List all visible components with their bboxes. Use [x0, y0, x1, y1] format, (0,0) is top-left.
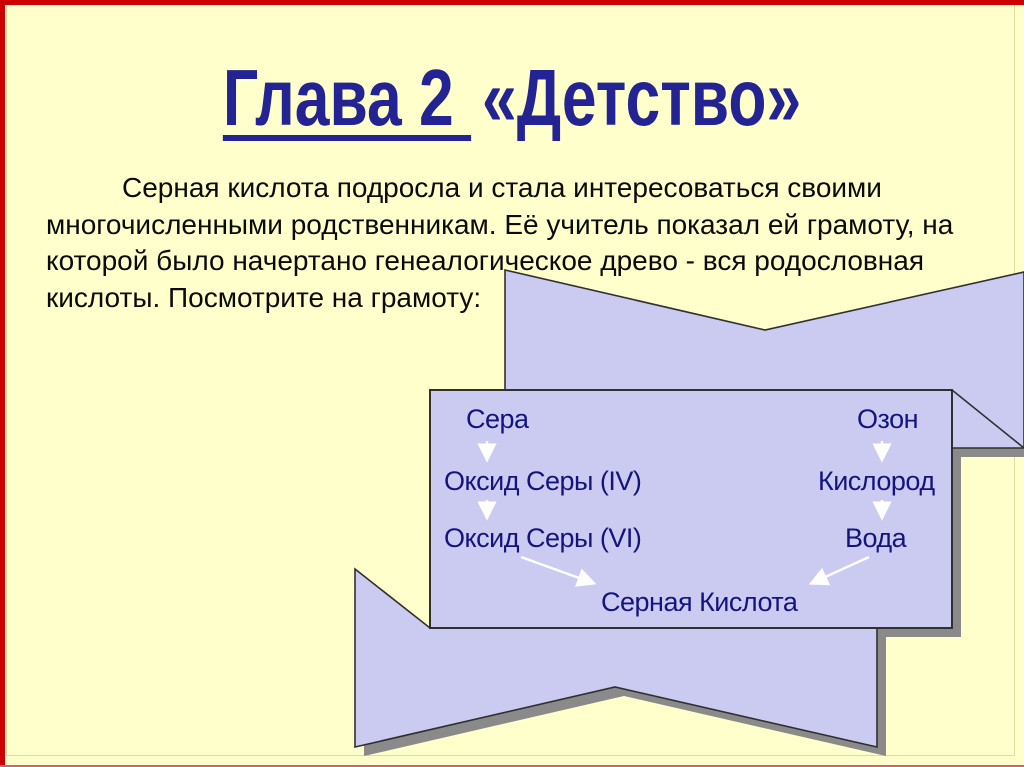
- diagram-node-kislorod: Кислород: [818, 466, 935, 496]
- diagram-node-ozon: Озон: [857, 404, 919, 434]
- slide-border-bottom: [0, 765, 1024, 767]
- arrow-oxide6-to-acid-icon: [520, 555, 597, 587]
- diagram-box: [429, 389, 953, 629]
- slide-border-left: [0, 0, 5, 767]
- slide-border-top: [0, 0, 1024, 5]
- diagram-node-oxide-iv: Оксид Серы (IV): [444, 466, 642, 496]
- diagram-node-oxide-vi: Оксид Серы (VI): [444, 523, 642, 553]
- diagram-node-voda: Вода: [845, 523, 907, 553]
- title-name: «Детство»: [481, 53, 802, 142]
- arrow-voda-to-acid-icon: [808, 555, 870, 586]
- diagram-arrows: [477, 441, 892, 587]
- diagram-node-sera: Сера: [466, 404, 529, 434]
- title-chapter: Глава 2: [222, 53, 472, 142]
- slide-title: Глава 2 «Детство»: [113, 58, 912, 138]
- paragraph-line: которой было начертано генеалогическое д…: [46, 245, 925, 276]
- banner-fold-line-right: [951, 389, 1024, 449]
- paragraph-line: Серная кислота подросла и стала интересо…: [122, 172, 882, 203]
- paragraph-line: многочисленными родственникам. Её учител…: [46, 208, 954, 240]
- diagram-node-acid: Серная Кислота: [601, 587, 798, 617]
- paragraph-line: кислоты. Посмотрите на грамоту:: [46, 281, 482, 313]
- body-paragraph: Серная кислота подросла и стала интересо…: [46, 170, 996, 316]
